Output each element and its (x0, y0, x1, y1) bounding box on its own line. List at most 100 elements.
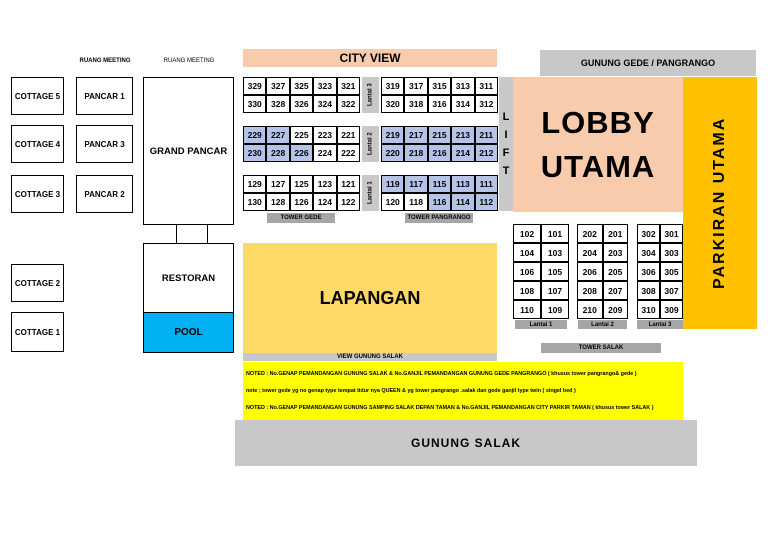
room-115[interactable]: 115 (427, 175, 452, 193)
room-301[interactable]: 301 (660, 224, 683, 243)
room-103[interactable]: 103 (541, 243, 569, 262)
room-226[interactable]: 226 (289, 144, 314, 162)
room-209[interactable]: 209 (602, 300, 628, 319)
room-304[interactable]: 304 (637, 243, 660, 262)
room-324[interactable]: 324 (313, 95, 337, 113)
pancar-1[interactable]: PANCAR 1 (76, 77, 133, 115)
room-116[interactable]: 116 (427, 193, 452, 211)
room-126[interactable]: 126 (289, 193, 314, 211)
room-314[interactable]: 314 (451, 95, 475, 113)
room-106[interactable]: 106 (513, 262, 541, 281)
room-309[interactable]: 309 (660, 300, 683, 319)
room-207[interactable]: 207 (602, 281, 628, 300)
room-201[interactable]: 201 (602, 224, 628, 243)
room-221[interactable]: 221 (336, 126, 360, 144)
room-104[interactable]: 104 (513, 243, 541, 262)
room-202[interactable]: 202 (577, 224, 603, 243)
room-205[interactable]: 205 (602, 262, 628, 281)
room-325[interactable]: 325 (289, 77, 314, 95)
room-130[interactable]: 130 (243, 193, 267, 211)
room-326[interactable]: 326 (289, 95, 314, 113)
room-214[interactable]: 214 (451, 144, 475, 162)
grand-pancar[interactable]: GRAND PANCAR (143, 77, 234, 225)
room-319[interactable]: 319 (381, 77, 405, 95)
room-111[interactable]: 111 (474, 175, 498, 193)
room-219[interactable]: 219 (381, 126, 405, 144)
room-303[interactable]: 303 (660, 243, 683, 262)
pool[interactable]: POOL (143, 312, 234, 353)
room-206[interactable]: 206 (577, 262, 603, 281)
room-108[interactable]: 108 (513, 281, 541, 300)
room-119[interactable]: 119 (381, 175, 405, 193)
room-210[interactable]: 210 (577, 300, 603, 319)
cottage-5[interactable]: COTTAGE 5 (11, 77, 64, 115)
room-306[interactable]: 306 (637, 262, 660, 281)
room-317[interactable]: 317 (404, 77, 428, 95)
room-224[interactable]: 224 (313, 144, 337, 162)
restoran[interactable]: RESTORAN (143, 243, 234, 313)
room-225[interactable]: 225 (289, 126, 314, 144)
room-227[interactable]: 227 (266, 126, 290, 144)
room-117[interactable]: 117 (404, 175, 428, 193)
room-307[interactable]: 307 (660, 281, 683, 300)
room-203[interactable]: 203 (602, 243, 628, 262)
room-118[interactable]: 118 (404, 193, 428, 211)
room-328[interactable]: 328 (266, 95, 290, 113)
pancar-2[interactable]: PANCAR 2 (76, 175, 133, 213)
room-318[interactable]: 318 (404, 95, 428, 113)
parkiran-utama[interactable]: PARKIRAN UTAMA (683, 77, 757, 329)
room-316[interactable]: 316 (427, 95, 452, 113)
room-101[interactable]: 101 (541, 224, 569, 243)
cottage-3[interactable]: COTTAGE 3 (11, 175, 64, 213)
room-315[interactable]: 315 (427, 77, 452, 95)
room-327[interactable]: 327 (266, 77, 290, 95)
room-212[interactable]: 212 (474, 144, 498, 162)
room-124[interactable]: 124 (313, 193, 337, 211)
cottage-2[interactable]: COTTAGE 2 (11, 264, 64, 302)
lobby-utama[interactable]: LOBBY UTAMA (513, 77, 683, 212)
room-213[interactable]: 213 (451, 126, 475, 144)
room-228[interactable]: 228 (266, 144, 290, 162)
room-217[interactable]: 217 (404, 126, 428, 144)
room-127[interactable]: 127 (266, 175, 290, 193)
room-211[interactable]: 211 (474, 126, 498, 144)
room-311[interactable]: 311 (474, 77, 498, 95)
room-222[interactable]: 222 (336, 144, 360, 162)
room-218[interactable]: 218 (404, 144, 428, 162)
room-128[interactable]: 128 (266, 193, 290, 211)
room-323[interactable]: 323 (313, 77, 337, 95)
room-305[interactable]: 305 (660, 262, 683, 281)
room-112[interactable]: 112 (474, 193, 498, 211)
pancar-3[interactable]: PANCAR 3 (76, 125, 133, 163)
room-121[interactable]: 121 (336, 175, 360, 193)
room-204[interactable]: 204 (577, 243, 603, 262)
room-320[interactable]: 320 (381, 95, 405, 113)
room-125[interactable]: 125 (289, 175, 314, 193)
room-122[interactable]: 122 (336, 193, 360, 211)
room-110[interactable]: 110 (513, 300, 541, 319)
room-123[interactable]: 123 (313, 175, 337, 193)
room-321[interactable]: 321 (336, 77, 360, 95)
cottage-1[interactable]: COTTAGE 1 (11, 312, 64, 352)
room-322[interactable]: 322 (336, 95, 360, 113)
room-105[interactable]: 105 (541, 262, 569, 281)
room-329[interactable]: 329 (243, 77, 267, 95)
room-129[interactable]: 129 (243, 175, 267, 193)
room-313[interactable]: 313 (451, 77, 475, 95)
cottage-4[interactable]: COTTAGE 4 (11, 125, 64, 163)
room-102[interactable]: 102 (513, 224, 541, 243)
room-330[interactable]: 330 (243, 95, 267, 113)
room-208[interactable]: 208 (577, 281, 603, 300)
room-215[interactable]: 215 (427, 126, 452, 144)
room-216[interactable]: 216 (427, 144, 452, 162)
room-107[interactable]: 107 (541, 281, 569, 300)
room-114[interactable]: 114 (451, 193, 475, 211)
room-109[interactable]: 109 (541, 300, 569, 319)
room-308[interactable]: 308 (637, 281, 660, 300)
room-220[interactable]: 220 (381, 144, 405, 162)
room-223[interactable]: 223 (313, 126, 337, 144)
room-230[interactable]: 230 (243, 144, 267, 162)
room-312[interactable]: 312 (474, 95, 498, 113)
room-113[interactable]: 113 (451, 175, 475, 193)
room-229[interactable]: 229 (243, 126, 267, 144)
